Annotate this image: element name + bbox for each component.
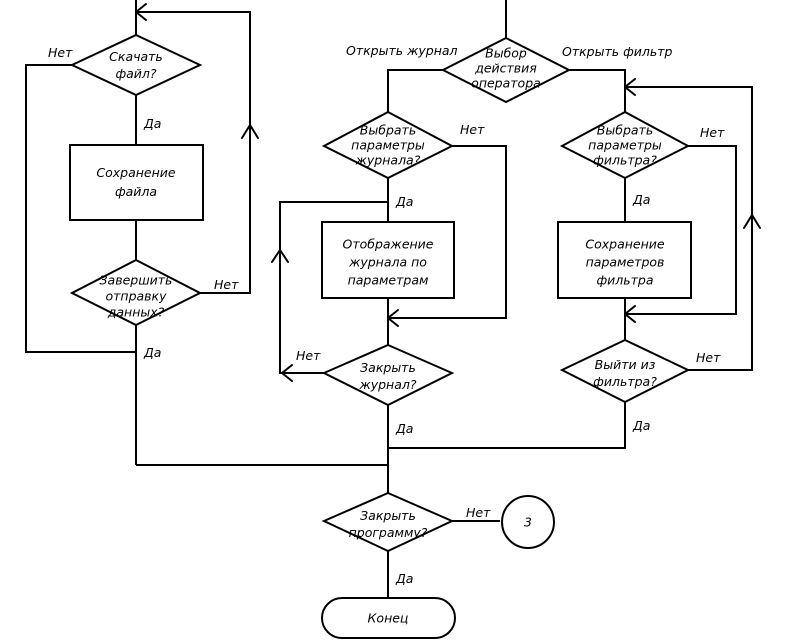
arrow-up-finish-return	[241, 124, 259, 139]
label-yes-download: Да	[143, 116, 161, 131]
arrow-left-filter-return	[624, 78, 636, 96]
label-yes-close-log: Да	[395, 421, 413, 436]
d_filter_params-line-1: параметры	[588, 138, 662, 153]
process-show-log	[321, 221, 455, 299]
label-no-exit-filter: Нет	[696, 350, 721, 365]
d_download-line-1: файл?	[115, 66, 156, 81]
close-program-text: Закрыть программу?	[349, 508, 428, 540]
label-no-close-program: Нет	[466, 505, 491, 520]
label-yes-close-program: Да	[395, 571, 413, 586]
arrow-up-exit-filter-no	[743, 214, 761, 229]
p_save_filter-line-2: фильтра	[596, 273, 653, 288]
label-no-finish: Нет	[214, 277, 239, 292]
decision-select-filter-params	[559, 110, 691, 180]
show-log-text: Отображение журнала по параметрам	[342, 237, 433, 288]
decision-close-log	[321, 343, 455, 407]
d_log_params-line-0: Выбрать	[360, 123, 416, 138]
p_show_log-line-0: Отображение	[342, 237, 433, 252]
d_close_log-line-0: Закрыть	[360, 360, 416, 375]
p_show_log-line-2: параметрам	[348, 273, 429, 288]
d_close_log-line-1: журнал?	[358, 377, 416, 392]
label-open-log: Открыть журнал	[346, 43, 458, 58]
decision-exit-filter	[559, 338, 691, 404]
d_choice-line-0: Выбор	[485, 46, 527, 61]
close-log-text: Закрыть журнал?	[358, 360, 416, 392]
connector-3-text: 3	[524, 515, 532, 530]
save-file-text: Сохранение файла	[96, 165, 176, 199]
label-no-close-log: Нет	[296, 348, 321, 363]
d_log_params-line-1: параметры	[351, 138, 425, 153]
connector-lines	[25, 0, 753, 598]
decision-operator-choice	[440, 36, 572, 104]
label-yes-exit-filter: Да	[632, 418, 650, 433]
d_exit_filter-line-1: фильтра?	[593, 374, 657, 389]
process-save-file	[69, 144, 204, 221]
d_finish_send-line-2: данных?	[107, 305, 165, 320]
d_filter_params-line-0: Выбрать	[597, 123, 653, 138]
d_close_prog-line-0: Закрыть	[360, 508, 416, 523]
decision-close-program	[321, 491, 455, 553]
shapes	[69, 33, 692, 639]
label-open-filter: Открыть фильтр	[562, 44, 673, 59]
label-no-download: Нет	[48, 45, 73, 60]
arrow-left-download-return	[135, 3, 147, 21]
label-yes-finish: Да	[143, 345, 161, 360]
p_save_filter-line-0: Сохранение	[585, 237, 665, 252]
p_save_file-line-0: Сохранение	[96, 165, 176, 180]
d_log_params-line-2: журнала?	[355, 153, 421, 168]
arrow-left-close-log-left	[281, 364, 293, 382]
d_close_prog-line-1: программу?	[349, 525, 428, 540]
d_finish_send-line-0: Завершить	[100, 273, 173, 288]
decision-download-file	[69, 33, 203, 97]
decision-finish-sending	[69, 258, 203, 327]
d_filter_params-line-2: фильтра?	[593, 153, 657, 168]
label-yes-filter-params: Да	[632, 192, 650, 207]
c_connector-line-0: 3	[524, 515, 532, 530]
decision-select-log-params	[321, 110, 455, 180]
d_choice-line-1: действия	[474, 61, 537, 76]
p_save_file-line-1: файла	[115, 184, 157, 199]
arrow-up-close-log-no	[271, 249, 289, 263]
t_end-line-0: Конец	[368, 611, 409, 626]
arrow-left-filter-params-no	[624, 305, 636, 323]
d_choice-line-2: оператора	[471, 76, 541, 91]
label-yes-log-params: Да	[395, 194, 413, 209]
exit-filter-text: Выйти из фильтра?	[593, 357, 657, 389]
d_download-line-0: Скачать	[109, 49, 163, 64]
d_finish_send-line-1: отправку	[105, 289, 167, 304]
label-no-filter-params: Нет	[700, 125, 725, 140]
save-filter-params-text: Сохранение параметров фильтра	[585, 237, 665, 288]
p_save_filter-line-1: параметров	[586, 255, 665, 270]
label-no-log-params: Нет	[460, 122, 485, 137]
p_show_log-line-1: журнала по	[348, 255, 427, 270]
arrowheads	[135, 3, 761, 382]
arrow-left-log-params-no	[387, 309, 399, 327]
branch-labels: Нет Да Нет Да Открыть журнал Открыть фил…	[48, 43, 725, 586]
process-save-filter-params	[557, 221, 692, 299]
end-text: Конец	[368, 611, 409, 626]
connector-3	[501, 495, 555, 549]
terminator-end	[321, 597, 456, 639]
d_exit_filter-line-0: Выйти из	[595, 357, 656, 372]
download-file-text: Скачать файл?	[109, 49, 163, 81]
